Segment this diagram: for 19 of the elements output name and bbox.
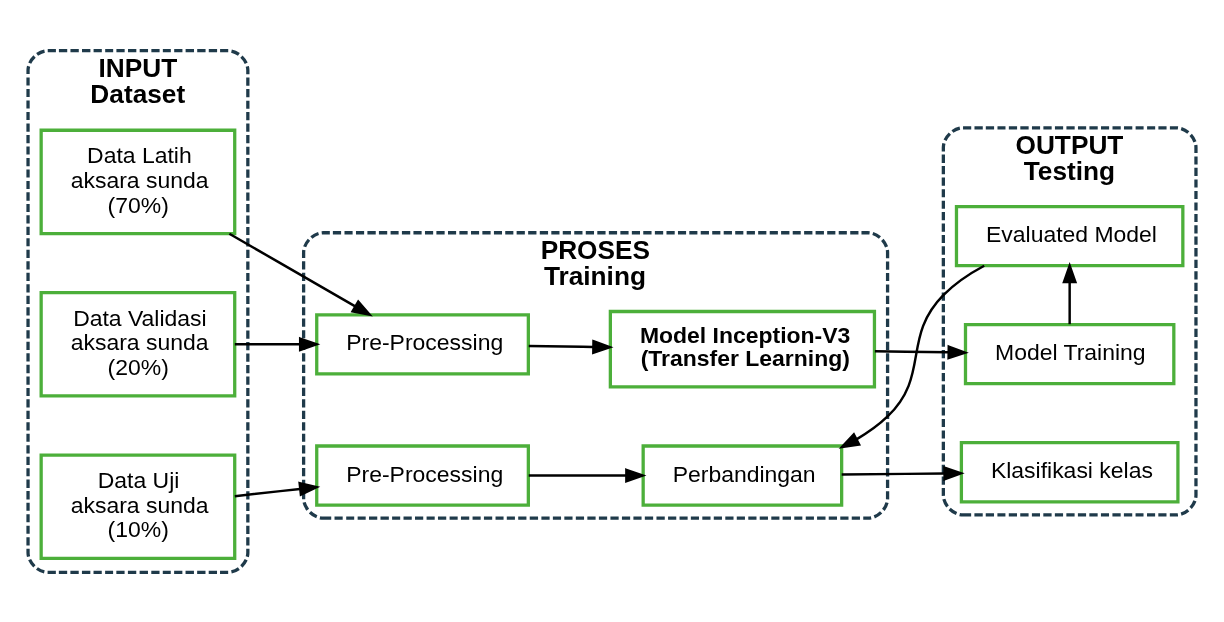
arrow <box>1062 261 1078 324</box>
arrow <box>528 338 614 354</box>
arrow <box>874 344 969 360</box>
arrow <box>234 336 321 352</box>
node-box: Data Validasi aksara sunda (20%) <box>39 290 237 398</box>
arrow <box>528 467 647 483</box>
node-box: Klasifikasi kelas <box>959 440 1180 503</box>
node-box: Pre-Processing <box>315 312 530 375</box>
arrow <box>841 465 965 481</box>
node-box: Pre-Processing <box>315 443 530 507</box>
arrow <box>228 232 373 317</box>
node-box: Evaluated Model <box>954 204 1185 267</box>
arrow <box>838 264 985 449</box>
arrow <box>234 481 321 497</box>
node-box: Model Training <box>963 322 1176 385</box>
node-box: Data Uji aksara sunda (10%) <box>39 452 237 560</box>
node-box: Data Latih aksara sunda (70%) <box>39 128 237 235</box>
node-box: Perbandingan <box>641 443 844 507</box>
node-box: Model Inception-V3 (Transfer Learning) <box>608 309 877 389</box>
